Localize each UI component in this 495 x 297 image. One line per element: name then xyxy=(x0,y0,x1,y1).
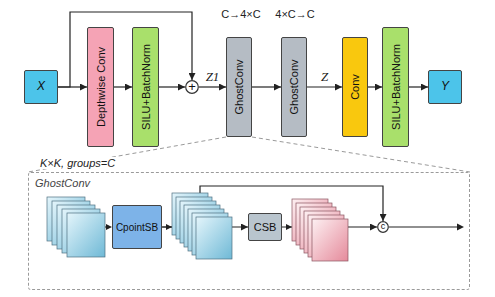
ghostconv-block: GhostConv xyxy=(226,37,252,137)
node-label: Y xyxy=(441,80,449,93)
ghostconv-block: GhostConv xyxy=(281,37,307,137)
node-label: GhostConv xyxy=(288,59,300,114)
kernel-note: K×K, groups=C xyxy=(38,157,117,169)
channel-note: 4×C→C xyxy=(273,8,316,20)
node-label: c xyxy=(381,222,386,232)
csb-block: CSB xyxy=(248,213,282,241)
add-circle: + xyxy=(185,80,199,94)
detail-panel: CpointSB CSB c GhostConv xyxy=(28,172,470,290)
node-label: SILU+BatchNorm xyxy=(139,44,151,130)
conv-block: Conv xyxy=(342,37,368,137)
node-label: SILU+BatchNorm xyxy=(389,44,401,130)
pointwise-block: CpointSB xyxy=(112,205,162,249)
arrow-connector xyxy=(58,12,192,87)
node-label: GhostConv xyxy=(233,59,245,114)
activation-block: SILU+BatchNorm xyxy=(382,27,409,147)
signal-name: Z xyxy=(321,70,328,84)
zoom-line xyxy=(252,137,470,172)
circle-shape xyxy=(186,81,199,94)
circle-shape xyxy=(378,222,389,233)
node-label: CpointSB xyxy=(116,222,158,233)
input-box: X xyxy=(24,70,58,104)
arrow-head xyxy=(286,224,292,230)
node-label: + xyxy=(188,80,196,94)
arrow-head xyxy=(166,224,172,230)
output-box: Y xyxy=(428,70,462,104)
node-label: X xyxy=(37,80,45,93)
signal-name: Z1 xyxy=(206,70,220,84)
node-label: Depthwise Conv xyxy=(94,47,106,127)
feature-stack xyxy=(292,199,348,261)
zoom-line xyxy=(28,137,226,172)
arrow-connector xyxy=(159,86,185,87)
panel-heading: GhostConv xyxy=(35,177,90,189)
arrow-connector xyxy=(114,86,132,87)
node-label: Conv xyxy=(349,74,361,100)
arrow-connector xyxy=(409,86,428,87)
node-label: CSB xyxy=(254,221,277,233)
arrow-head xyxy=(457,224,464,231)
conv-block: Depthwise Conv xyxy=(87,27,114,147)
concat-circle: c xyxy=(377,221,389,233)
arrow-connector xyxy=(368,86,382,87)
channel-note: C→4×C xyxy=(219,8,262,20)
arrow-connector xyxy=(307,86,342,87)
activation-block: SILU+BatchNorm xyxy=(132,27,159,147)
arrow-connector xyxy=(252,86,281,87)
feature-stack xyxy=(47,197,105,257)
arrow-line xyxy=(389,226,458,227)
feature-stack xyxy=(172,193,232,259)
arrow-connector xyxy=(199,86,226,87)
